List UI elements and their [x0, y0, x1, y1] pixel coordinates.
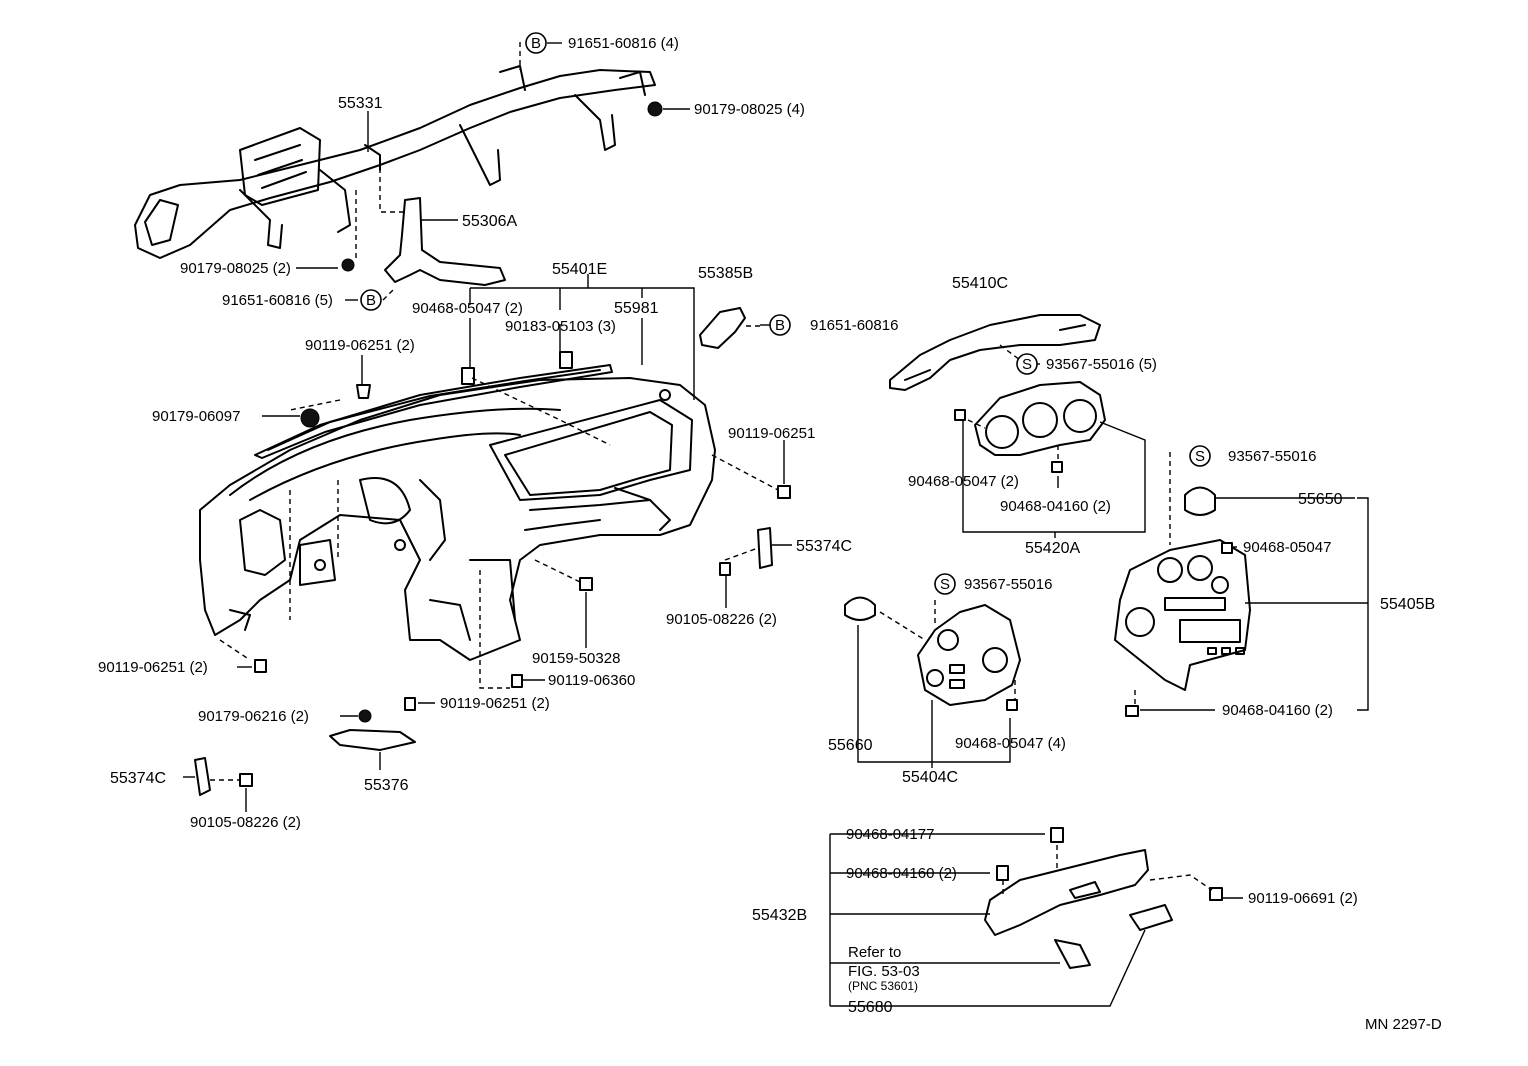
label-55401E: 55401E — [552, 261, 607, 278]
label-90468-05047-2-b: 90468-05047 (2) — [908, 473, 1019, 490]
label-90183-05103-3: 90183-05103 (3) — [505, 318, 616, 335]
label-90468-04160-2-c: 90468-04160 (2) — [846, 865, 957, 882]
label-93567-55016-5: 93567-55016 (5) — [1046, 356, 1157, 373]
label-90179-08025-4: 90179-08025 (4) — [694, 101, 805, 118]
label-55374C-left: 55374C — [110, 770, 166, 787]
svg-text:B: B — [531, 35, 541, 52]
marker-s-hood: S — [1016, 353, 1038, 375]
svg-text:S: S — [940, 576, 950, 593]
label-90468-04160-2-a: 90468-04160 (2) — [1000, 498, 1111, 515]
label-55385B: 55385B — [698, 265, 753, 282]
svg-text:S: S — [1195, 448, 1205, 465]
label-90105-08226-2-b: 90105-08226 (2) — [190, 814, 301, 831]
label-refer-line3: (PNC 53601) — [848, 979, 918, 993]
label-refer-line1: Refer to — [848, 944, 901, 961]
label-55404C: 55404C — [902, 769, 958, 786]
brace-55306A — [384, 197, 506, 286]
label-91651-60816-5: 91651-60816 (5) — [222, 292, 333, 309]
instrument-panel-reinforcement-55331 — [134, 65, 656, 259]
defroster-garnish-55981 — [254, 364, 613, 459]
label-55420A: 55420A — [1025, 540, 1080, 557]
label-90119-06251-2-a: 90119-06251 (2) — [305, 337, 415, 354]
label-90119-06360: 90119-06360 — [548, 672, 635, 689]
side-cover-55385B — [699, 307, 746, 349]
marker-s-center: S — [1189, 445, 1211, 467]
label-55376: 55376 — [364, 777, 409, 794]
label-55331: 55331 — [338, 95, 383, 112]
label-90119-06251-2-b: 90119-06251 (2) — [98, 659, 208, 676]
label-90468-05047-4: 90468-05047 (4) — [955, 735, 1066, 752]
label-90119-06251-2-c: 90119-06251 (2) — [440, 695, 550, 712]
svg-text:B: B — [775, 317, 785, 334]
label-90468-05047: 90468-05047 — [1243, 539, 1331, 556]
label-90179-06216-2: 90179-06216 (2) — [198, 708, 309, 725]
label-93567-55016-a: 93567-55016 — [1228, 448, 1316, 465]
fasteners — [194, 101, 1233, 901]
label-90468-05047-2-a: 90468-05047 (2) — [412, 300, 523, 317]
label-90179-06097: 90179-06097 — [152, 408, 240, 425]
lower-panel-55432B — [984, 849, 1173, 969]
svg-text:S: S — [1022, 356, 1032, 373]
label-55981: 55981 — [614, 300, 659, 317]
label-55306A: 55306A — [462, 213, 517, 230]
label-90119-06251-right: 90119-06251 — [728, 425, 815, 442]
label-90105-08226-2-a: 90105-08226 (2) — [666, 611, 777, 628]
center-cluster-55405B — [1114, 486, 1251, 691]
label-55432B: 55432B — [752, 907, 807, 924]
marker-b-mid: B — [360, 289, 382, 311]
meter-hood-55420A — [974, 381, 1106, 456]
label-55660: 55660 — [828, 737, 873, 754]
label-55650: 55650 — [1298, 491, 1343, 508]
label-refer-line2: FIG. 53-03 — [848, 963, 920, 980]
label-90159-50328: 90159-50328 — [532, 650, 620, 667]
marker-b-top: B — [525, 32, 547, 54]
left-cluster-55404C — [844, 596, 1021, 706]
marker-b-right: B — [769, 314, 791, 336]
label-90468-04160-2-b: 90468-04160 (2) — [1222, 702, 1333, 719]
label-55405B: 55405B — [1380, 596, 1435, 613]
label-90468-04177: 90468-04177 — [846, 826, 934, 843]
instrument-panel-55401E — [199, 377, 716, 661]
svg-text:B: B — [366, 292, 376, 309]
leader-lines — [183, 42, 1369, 1007]
label-55374C-right: 55374C — [796, 538, 852, 555]
label-90119-06691-2: 90119-06691 (2) — [1248, 890, 1358, 907]
label-91651-60816: 91651-60816 — [810, 317, 898, 334]
label-55680: 55680 — [848, 999, 893, 1016]
label-90179-08025-2: 90179-08025 (2) — [180, 260, 291, 277]
label-93567-55016-b: 93567-55016 — [964, 576, 1052, 593]
label-55410C: 55410C — [952, 275, 1008, 292]
drawing-code: MN 2297-D — [1365, 1016, 1442, 1033]
cluster-hood-55410C — [889, 314, 1101, 391]
label-91651-60816-4: 91651-60816 (4) — [568, 35, 679, 52]
marker-s-left: S — [934, 573, 956, 595]
